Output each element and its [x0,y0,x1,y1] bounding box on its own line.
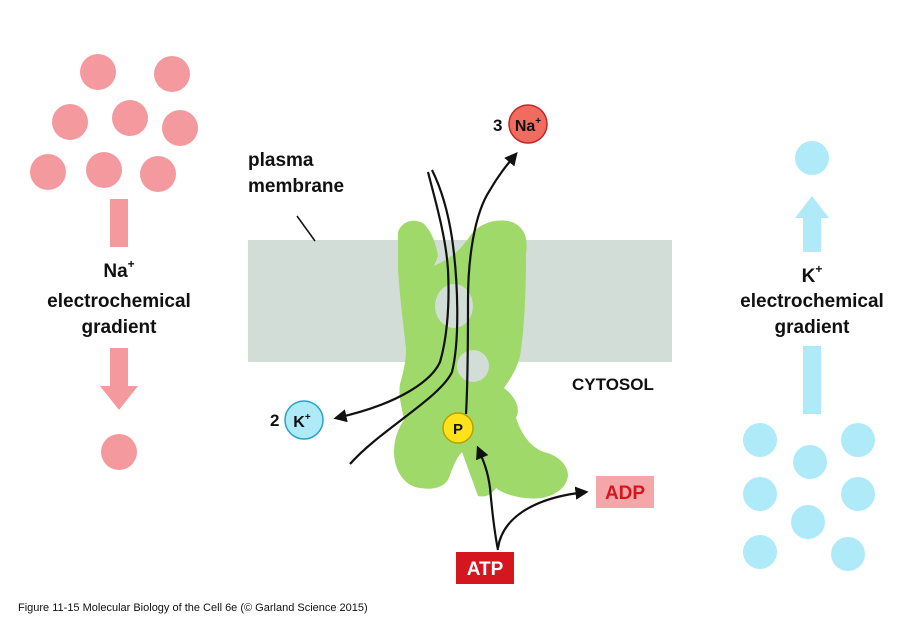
k-gradient-label-line1: electrochemical [740,291,884,312]
k-pathway-line-outer [349,169,459,465]
k-gradient-ion-label: K+ [802,262,823,287]
k-in-label: K+ [293,412,311,431]
k-ion-cluster [743,423,875,571]
na-ion-single [101,434,137,470]
membrane-label-line1: plasma [248,150,314,171]
na-ion-cluster [30,54,198,192]
k-gradient-label-line2: gradient [775,317,851,338]
na-gradient-arrow-bottom [100,348,138,410]
membrane-leader-line [296,215,316,242]
phosphorylation-arrow [476,445,500,551]
cytosol-label: CYTOSOL [572,375,654,394]
k-in-ion [284,400,324,440]
na-out-ion [508,104,548,144]
k-in-count: 2 [270,411,279,430]
na-gradient-ion-label: Na+ [103,257,134,282]
k-gradient-arrow-shaft-bottom [803,346,821,414]
na-gradient-label-line1: electrochemical [47,291,191,312]
k-pathway-arrow [333,171,450,423]
phosphate-label: P [453,421,463,438]
adp-box [596,476,654,508]
na-gradient-arrow-shaft-top [110,199,128,247]
na-gradient-label-line2: gradient [82,317,158,338]
k-ion-single [795,141,829,175]
atp-box [456,552,514,584]
adp-label: ADP [605,483,645,504]
atp-label: ATP [467,559,504,580]
phosphate-group [442,412,474,444]
figure-caption: Figure 11-15 Molecular Biology of the Ce… [18,602,368,614]
na-out-count: 3 [493,116,502,135]
na-pathway-arrow [464,151,518,415]
pump-channel-notch [457,350,489,382]
adp-release-arrow [496,486,589,549]
pump-binding-cavity [435,284,473,328]
membrane-label-line2: membrane [248,176,344,197]
k-gradient-arrow-top [795,196,829,252]
na-out-label: Na+ [515,116,541,135]
